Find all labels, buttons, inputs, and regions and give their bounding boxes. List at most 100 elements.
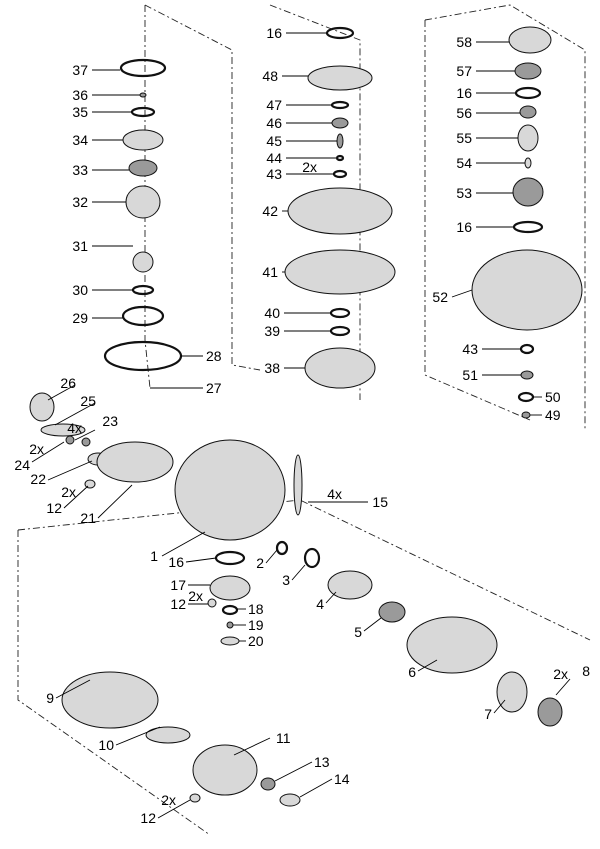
part-number: 3 (282, 572, 290, 588)
outlet-housing-part (406, 616, 498, 674)
bolt-part (293, 454, 303, 516)
leader-line (185, 557, 217, 563)
callout-2: 2 (256, 549, 278, 571)
pin-part (524, 157, 532, 169)
clip-part (65, 435, 75, 445)
leader-line (299, 778, 333, 798)
callout-8: 82x (553, 663, 590, 696)
diaphragm-part (284, 249, 396, 295)
nut-part (260, 777, 276, 791)
screw-part (207, 598, 217, 608)
leader-line (97, 484, 133, 519)
part-number: 26 (60, 375, 76, 391)
washer-part (81, 437, 91, 447)
part-number: 43 (266, 166, 282, 182)
leader-line (493, 699, 506, 714)
callout-51: 51 (462, 367, 521, 383)
part-number: 1 (150, 548, 158, 564)
o-ring-part (130, 106, 156, 118)
callout-11: 11 (233, 730, 291, 756)
callout-52: 52 (432, 289, 473, 305)
part-number: 20 (248, 633, 264, 649)
leader-line (157, 799, 191, 819)
callout-36: 36 (72, 87, 140, 103)
leader-line (291, 564, 306, 581)
o-ring-part (330, 100, 350, 110)
part-number: 47 (266, 97, 282, 113)
part-number: 40 (264, 305, 280, 321)
callout-1: 1 (150, 531, 206, 564)
part-number: 34 (72, 132, 88, 148)
quantity-label: 2x (29, 441, 44, 457)
part-number: 37 (72, 62, 88, 78)
leader-line (55, 679, 91, 699)
callout-16: 16 (168, 554, 217, 570)
valve-stem-part (132, 251, 154, 273)
washer-part (220, 636, 240, 646)
part-number: 15 (372, 494, 388, 510)
rod-part (145, 726, 191, 744)
handle-housing-part (192, 744, 258, 796)
valve-housing-part (209, 575, 251, 601)
part-number: 5 (354, 624, 362, 640)
part-number: 23 (102, 413, 118, 429)
quantity-label: 2x (61, 484, 76, 500)
part-number: 25 (80, 393, 96, 409)
part-number: 19 (248, 617, 264, 633)
leader-line (31, 441, 65, 463)
part-number: 57 (456, 63, 472, 79)
callout-49: 49 (530, 407, 561, 423)
part-number: 18 (248, 601, 264, 617)
part-number: 42 (262, 203, 278, 219)
part-number: 50 (545, 389, 561, 405)
part-number: 44 (266, 150, 282, 166)
callout-4: 4 (316, 591, 337, 612)
seal-cap-part (122, 129, 164, 151)
callouts: 37363534333231302928272625234x242x22122x… (14, 25, 590, 826)
leader-line (47, 384, 76, 401)
callout-16: 16 (266, 25, 327, 41)
callout-44: 44 (266, 150, 336, 166)
callout-7: 7 (484, 699, 506, 722)
callout-29: 29 (72, 310, 123, 326)
quantity-label: 2x (188, 588, 203, 604)
knob-screw-part (279, 793, 301, 807)
o-ring-part (214, 550, 246, 566)
part-number: 16 (456, 85, 472, 101)
part-number: 39 (264, 323, 280, 339)
callout-26: 26 (47, 375, 76, 401)
o-ring-part (329, 307, 351, 319)
callout-27: 27 (150, 380, 222, 396)
quantity-label: 2x (161, 792, 176, 808)
callout-35: 35 (72, 104, 132, 120)
nut-part (331, 117, 349, 129)
callout-16: 16 (456, 219, 514, 235)
part-number: 12 (170, 596, 186, 612)
part-number: 31 (72, 238, 88, 254)
spring-part (61, 671, 159, 729)
part-number: 17 (170, 577, 186, 593)
o-ring-part (519, 343, 535, 355)
part-number: 41 (262, 264, 278, 280)
o-ring-part (512, 220, 544, 234)
callout-48: 48 (262, 68, 308, 84)
part-number: 32 (72, 194, 88, 210)
part-number: 53 (456, 185, 472, 201)
o-ring-part (325, 26, 355, 40)
part-number: 38 (264, 360, 280, 376)
o-ring-part (303, 547, 321, 569)
o-ring-part (121, 305, 165, 327)
part-number: 45 (266, 133, 282, 149)
part-number: 35 (72, 104, 88, 120)
part-number: 51 (462, 367, 478, 383)
o-ring-part (514, 86, 542, 100)
callout-46: 46 (266, 115, 332, 131)
seal-part (128, 159, 158, 177)
diaphragm-housing-part (287, 187, 393, 235)
callout-34: 34 (72, 132, 123, 148)
